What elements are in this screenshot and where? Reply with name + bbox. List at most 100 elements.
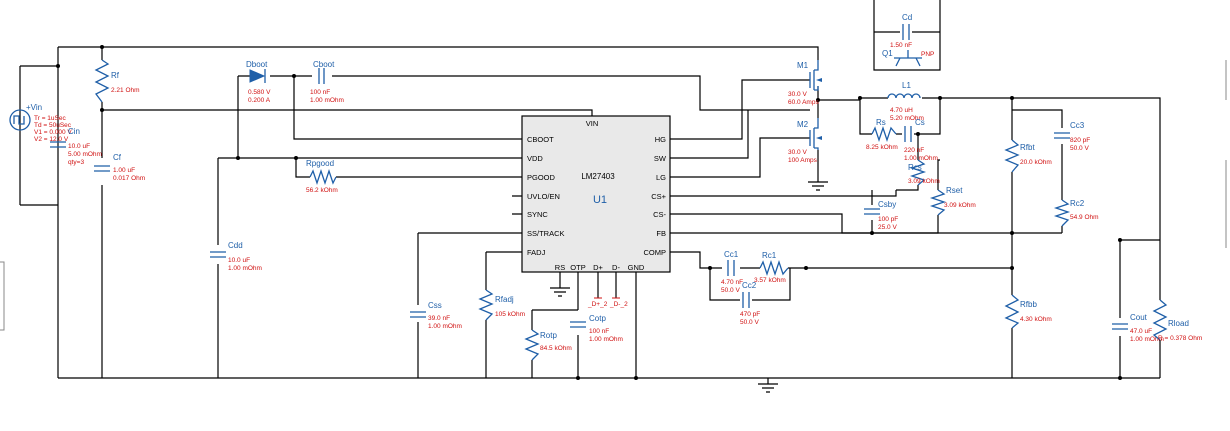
csby-name: Csby: [878, 200, 896, 209]
resistor-rs[interactable]: Rs 8.25 kOhm: [866, 118, 898, 151]
cc2-value-2: 50.0 V: [740, 319, 759, 326]
resistor-rpgood[interactable]: Rpgood 56.2 kOhm: [306, 159, 338, 194]
cin-value-1: 10.0 uF: [68, 143, 90, 150]
cboot-value-1: 100 nF: [310, 89, 330, 96]
ic-pin-right-4: CS-: [653, 210, 666, 219]
rf-value-1: 2.21 Ohm: [111, 87, 140, 94]
ic-pin-bottom-4: GND: [628, 263, 645, 272]
rfadj-name: Rfadj: [495, 295, 514, 304]
cc1-name: Cc1: [724, 250, 739, 259]
resistor-rc1[interactable]: Rc1 3.57 kOhm: [754, 251, 789, 284]
mosfet-m1[interactable]: M1 30.0 V 60.0 Amps: [788, 60, 822, 106]
ic-pin-right-0: HG: [655, 135, 666, 144]
rcs-value-1: 3.09 kOhm: [908, 178, 940, 185]
capacitor-cs[interactable]: Cs 220 nF 1.00 mOhm: [904, 118, 938, 162]
resistor-rotp[interactable]: Rotp 84.5 kOhm: [524, 329, 572, 361]
rc2-value-1: 54.9 Ohm: [1070, 214, 1099, 221]
cin-name: Cin: [68, 127, 80, 136]
cc2-value-1: 470 pF: [740, 311, 760, 318]
l1-value-2: 5.20 mOhm: [890, 115, 924, 122]
rs-name: Rs: [876, 118, 886, 127]
capacitor-cd[interactable]: Cd 1.50 nF: [890, 13, 912, 49]
transistor-q1[interactable]: Q1 PNP: [882, 49, 934, 67]
resistor-rfbb[interactable]: Rfbb 4.30 kOhm: [1004, 294, 1052, 329]
m2-value-1: 30.0 V: [788, 149, 807, 156]
capacitor-csby[interactable]: Csby 100 pF 25.0 V: [864, 200, 898, 231]
ic-u1[interactable]: VIN LM27403 U1 CBOOTVDDPGOODUVLO/ENSYNCS…: [521, 115, 671, 273]
dboot-value-2: 0.200 A: [248, 97, 271, 104]
resistor-rset[interactable]: Rset 3.09 kOhm: [929, 186, 976, 216]
capacitor-cc1[interactable]: Cc1 4.70 nF 50.0 V: [721, 250, 743, 294]
capacitor-cc3[interactable]: Cc3 820 pF 50.0 V: [1054, 121, 1090, 152]
m1-name: M1: [797, 61, 809, 70]
inductor-l1[interactable]: L1 4.70 uH 5.20 mOhm: [887, 81, 924, 122]
cdd-value-2: 1.00 mOhm: [228, 265, 262, 272]
csby-value-2: 25.0 V: [878, 224, 897, 231]
rfbt-name: Rfbt: [1020, 143, 1035, 152]
vin-source[interactable]: +Vin Tr = 1uSec Td = 50uSec V1 = 0.000 V…: [9, 103, 72, 143]
resistor-rf[interactable]: Rf 2.21 Ohm: [94, 59, 140, 103]
l1-name: L1: [902, 81, 911, 90]
rf-name: Rf: [111, 71, 120, 80]
vin-param-3: V1 = 0.000 V: [34, 129, 72, 136]
ic-pin-left-1: VDD: [527, 154, 543, 163]
capacitor-cc2[interactable]: Cc2 470 pF 50.0 V: [740, 281, 760, 326]
vin-param-2: Td = 50uSec: [34, 122, 72, 129]
resistor-rfbt[interactable]: Rfbt 20.0 kOhm: [1004, 139, 1052, 173]
capacitor-cf[interactable]: Cf 1.00 uF 0.017 Ohm: [94, 153, 145, 182]
cin-value-3: qty=3: [68, 159, 84, 166]
mosfet-m2[interactable]: M2 30.0 V 100 Amps: [788, 118, 822, 164]
m2-value-2: 100 Amps: [788, 157, 818, 164]
cc1-value-1: 4.70 nF: [721, 279, 743, 286]
capacitor-cotp[interactable]: Cotp 100 nF 1.00 mOhm: [570, 314, 623, 343]
cout-value-1: 47.0 uF: [1130, 328, 1152, 335]
cf-name: Cf: [113, 153, 122, 162]
l1-value-1: 4.70 uH: [890, 107, 913, 114]
ic-pin-bottom-1: OTP: [570, 263, 585, 272]
net-label-dplus: _D+_2: [587, 301, 608, 308]
resistor-rc2[interactable]: Rc2 54.9 Ohm: [1053, 199, 1099, 227]
capacitor-cdd[interactable]: Cdd 10.0 uF 1.00 mOhm: [210, 241, 262, 272]
cout-value-2: 1.00 mOhm: [1130, 336, 1164, 343]
rpgood-value-1: 56.2 kOhm: [306, 187, 338, 194]
ic-pin-right-2: LG: [656, 173, 666, 182]
resistor-rcs[interactable]: Rcs 3.09 kOhm: [908, 159, 940, 186]
q1-name: Q1: [882, 49, 893, 58]
css-name: Css: [428, 301, 442, 310]
resistor-rfadj[interactable]: Rfadj 105 kOhm: [478, 289, 525, 321]
rc2-name: Rc2: [1070, 199, 1085, 208]
ic-pin-left-0: CBOOT: [527, 135, 554, 144]
ic-pin-right-6: COMP: [644, 248, 667, 257]
ic-pin-right-5: FB: [656, 229, 666, 238]
cboot-value-2: 1.00 mOhm: [310, 97, 344, 104]
vin-param-1: Tr = 1uSec: [34, 115, 66, 122]
ic-pin-left-3: UVLO/EN: [527, 192, 560, 201]
css-value-1: 39.0 nF: [428, 315, 450, 322]
capacitor-cboot[interactable]: Cboot 100 nF 1.00 mOhm: [310, 60, 344, 104]
capacitor-cout[interactable]: Cout 47.0 uF 1.00 mOhm: [1112, 313, 1164, 343]
resistor-rload[interactable]: Rload R = 0.378 Ohm: [1152, 299, 1202, 342]
dboot-name: Dboot: [246, 60, 268, 69]
cc3-value-1: 820 pF: [1070, 137, 1090, 144]
ic-name: U1: [593, 194, 607, 206]
q1-value-1: PNP: [921, 51, 934, 58]
cdd-name: Cdd: [228, 241, 243, 250]
rs-value-1: 8.25 kOhm: [866, 144, 898, 151]
cout-name: Cout: [1130, 313, 1148, 322]
rfbb-name: Rfbb: [1020, 300, 1037, 309]
ic-pin-left-2: PGOOD: [527, 173, 556, 182]
cf-value-2: 0.017 Ohm: [113, 175, 145, 182]
rfbb-value-1: 4.30 kOhm: [1020, 316, 1052, 323]
css-value-2: 1.00 mOhm: [428, 323, 462, 330]
net-label-dminus: _D-_2: [609, 301, 628, 308]
wires: [19, 0, 1161, 379]
capacitor-cin[interactable]: Cin 10.0 uF 5.00 mOhm qty=3: [50, 127, 102, 166]
cdd-value-1: 10.0 uF: [228, 257, 250, 264]
capacitor-css[interactable]: Css 39.0 nF 1.00 mOhm: [410, 301, 462, 330]
cd-value-1: 1.50 nF: [890, 42, 912, 49]
cin-value-2: 5.00 mOhm: [68, 151, 102, 158]
diode-dboot[interactable]: Dboot 0.580 V 0.200 A: [246, 60, 271, 104]
cc2-name: Cc2: [742, 281, 757, 290]
dboot-value-1: 0.580 V: [248, 89, 271, 96]
